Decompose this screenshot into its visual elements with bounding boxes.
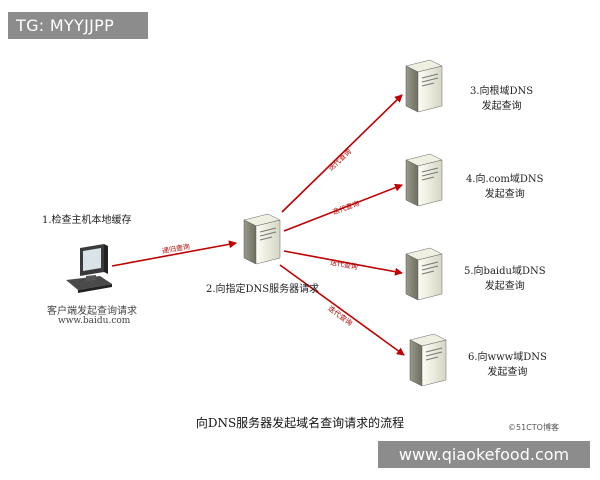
server-label-root-line2: 发起查询	[481, 101, 522, 112]
root-dns-server-icon	[405, 59, 443, 113]
site-watermark: www.qiaokefood.com	[378, 441, 590, 468]
server-label-www-line2: 发起查询	[487, 367, 528, 378]
client-name-line1: 客户端发起查询请求	[47, 306, 137, 317]
arrow-to-root	[281, 94, 403, 213]
server-label-baidu: 5.向baidu域DNS 发起查询	[464, 262, 546, 292]
server-label-root-line1: 3.向根域DNS	[470, 86, 534, 97]
server-label-baidu-line1: 5.向baidu域DNS	[464, 266, 546, 277]
arrow-to-www	[279, 264, 405, 356]
arrow-client-to-local	[111, 240, 237, 267]
server-label-com-line2: 发起查询	[484, 189, 525, 200]
arrow-to-baidu	[283, 250, 403, 276]
arrow-to-com	[283, 183, 403, 232]
server-label-com: 4.向.com域DNS 发起查询	[466, 170, 543, 200]
server-label-baidu-line2: 发起查询	[484, 281, 525, 292]
baidu-dns-server-icon	[405, 247, 443, 301]
server-label-com-line1: 4.向.com域DNS	[466, 174, 544, 185]
local-dns-label: 2.向指定DNS服务器请求	[206, 284, 320, 295]
server-label-root: 3.向根域DNS 发起查询	[470, 82, 533, 112]
local-dns-server-icon	[243, 213, 281, 265]
server-label-www-line1: 6.向www域DNS	[468, 352, 547, 363]
www-dns-server-icon	[409, 333, 447, 387]
server-label-www: 6.向www域DNS 发起查询	[468, 348, 547, 378]
client-name-line2: www.baidu.com	[58, 316, 131, 326]
credit-text: ©51CTO博客	[508, 423, 559, 432]
client-step-label: 1.检查主机本地缓存	[42, 215, 132, 226]
diagram-caption: 向DNS服务器发起域名查询请求的流程	[195, 416, 405, 430]
com-dns-server-icon	[405, 153, 443, 207]
client-computer-icon	[66, 244, 112, 293]
telegram-watermark: TG: MYYJJPP	[8, 12, 148, 39]
